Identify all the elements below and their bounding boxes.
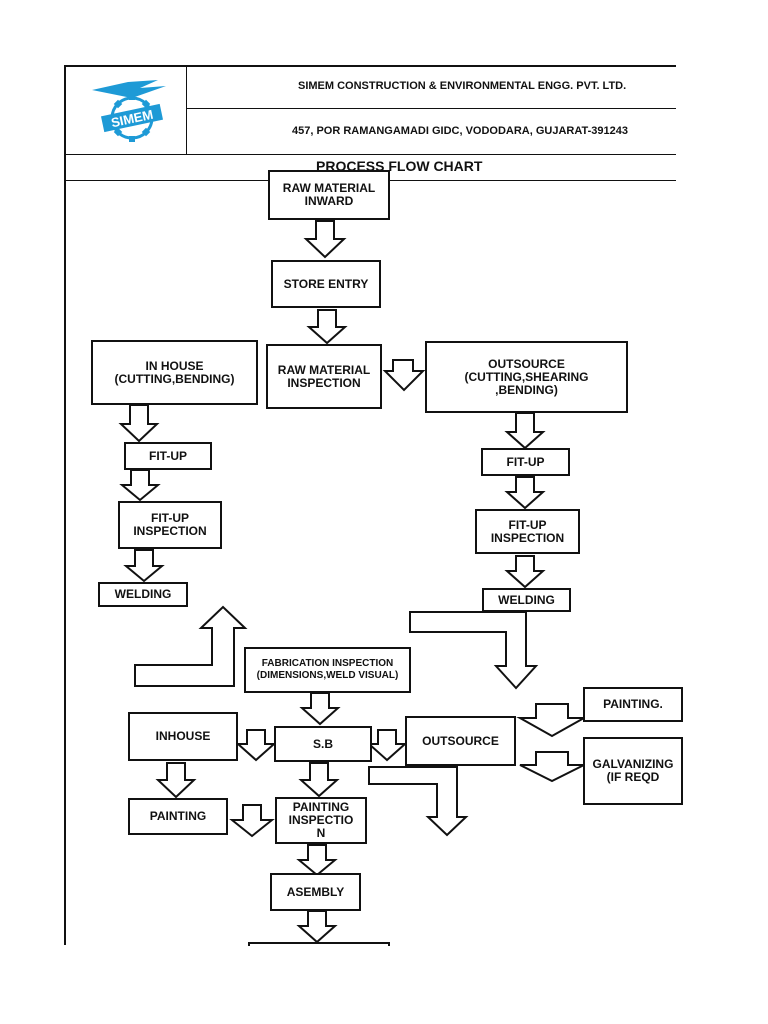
node-fitup-left: FIT-UP: [124, 442, 212, 470]
arrow-sb-to-inhouse: [235, 729, 277, 762]
arrow-outsource-to-fitup: [504, 412, 546, 450]
arrow-outsource-down-right: [368, 766, 469, 837]
arrow-outsource-to-galvanizing: [519, 751, 585, 783]
header-bottom-divider: [64, 154, 676, 155]
node-inhouse: INHOUSE: [128, 712, 238, 761]
node-welding-left: WELDING: [98, 582, 188, 607]
node-sb: S.B: [274, 726, 372, 762]
arrow-sb-to-outsource: [366, 729, 408, 762]
arrow-up-to-welding-left: [134, 605, 248, 687]
node-galvanizing: GALVANIZING (IF REQD: [583, 737, 683, 805]
simem-gear-logo-icon: SIMEM: [92, 80, 166, 142]
logo-divider: [186, 65, 187, 154]
company-logo: SIMEM: [88, 76, 172, 144]
node-fitup-inspection-left: FIT-UP INSPECTION: [118, 501, 222, 549]
company-address: 457, POR RAMANGAMADI GIDC, VODODARA, GUJ…: [292, 125, 628, 137]
arrow-inhouse-to-fitup: [118, 404, 160, 443]
node-painting-right: PAINTING.: [583, 687, 683, 722]
node-fitup-right: FIT-UP: [481, 448, 570, 476]
node-assembly: ASEMBLY: [270, 873, 361, 911]
arrow-assembly-down: [296, 910, 338, 944]
arrow-fabrication-to-sb: [299, 692, 341, 726]
arrow-inspection-to-welding-right: [504, 555, 546, 589]
node-fitup-inspection-right: FIT-UP INSPECTION: [475, 509, 580, 554]
arrow-fitup-to-inspection-right: [504, 476, 546, 510]
arrow-inward-to-store: [303, 220, 347, 259]
node-welding-right: WELDING: [482, 588, 571, 612]
arrow-sb-to-painting-inspection: [298, 762, 340, 798]
node-raw-material-inspection: RAW MATERIAL INSPECTION: [266, 344, 382, 409]
node-in-house: IN HOUSE (CUTTING,BENDING): [91, 340, 258, 405]
node-outsource: OUTSOURCE: [405, 716, 516, 766]
left-border: [64, 65, 66, 945]
node-painting-left: PAINTING: [128, 798, 228, 835]
arrow-welding-right-to-fabrication: [409, 611, 539, 690]
header-row-divider: [186, 108, 676, 109]
arrow-painting-right: [229, 804, 275, 838]
node-store-entry: STORE ENTRY: [271, 260, 381, 308]
arrow-outsource-to-painting-right: [516, 703, 588, 738]
arrow-inspection-to-outsource: [382, 359, 426, 392]
node-fabrication-inspection: FABRICATION INSPECTION (DIMENSIONS,WELD …: [244, 647, 411, 693]
node-raw-material-inward: RAW MATERIAL INWARD: [268, 170, 390, 220]
node-bottom-partial: [248, 942, 390, 946]
arrow-store-to-inspection: [306, 309, 348, 345]
arrow-inhouse-to-painting: [155, 762, 197, 799]
node-outsource-top: OUTSOURCE (CUTTING,SHEARING ,BENDING): [425, 341, 628, 413]
arrow-fitup-to-inspection-left: [119, 469, 161, 502]
company-name: SIMEM CONSTRUCTION & ENVIRONMENTAL ENGG.…: [298, 80, 627, 92]
node-painting-inspection: PAINTING INSPECTIO N: [275, 797, 367, 844]
arrow-inspection-to-welding-left: [123, 549, 165, 583]
arrow-painting-inspection-to-assembly: [296, 844, 338, 877]
